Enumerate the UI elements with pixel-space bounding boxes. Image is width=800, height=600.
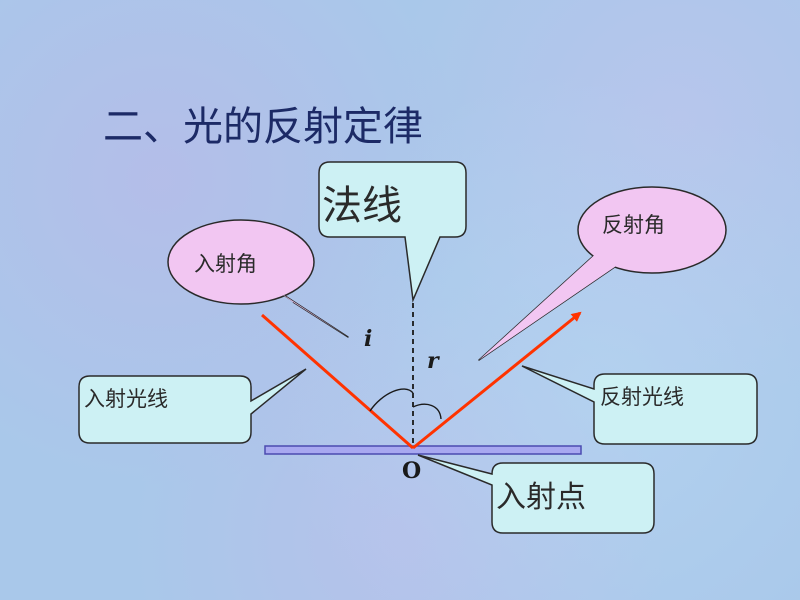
reflected-ray [412,311,582,450]
reflected-ray-label: 反射光线 [600,385,684,409]
mirror-surface [264,445,582,455]
callout-reflected-angle: 反射角 [478,186,727,361]
normal-label: 法线 [322,183,402,229]
point-o-label: O [402,458,421,484]
callout-incident-point: 入射点 [417,454,655,534]
slide-title: 二、光的反射定律 [103,104,423,150]
reflected-angle-label: 反射角 [602,213,665,237]
callout-reflected-ray: 反射光线 [521,365,758,445]
angle-r-label: r [427,348,440,374]
angle-r-arc [412,403,442,420]
incident-ray-label: 入射光线 [84,387,168,411]
incident-angle-label: 入射角 [194,252,257,276]
callout-incident-angle: 入射角 [167,219,349,338]
incident-point-label: 入射点 [496,480,586,515]
angle-i-arc [369,388,414,412]
angle-i-label: i [364,326,372,352]
incident-ray [261,313,414,450]
callout-incident-ray: 入射光线 [78,368,307,444]
callout-normal: 法线 [318,161,467,303]
